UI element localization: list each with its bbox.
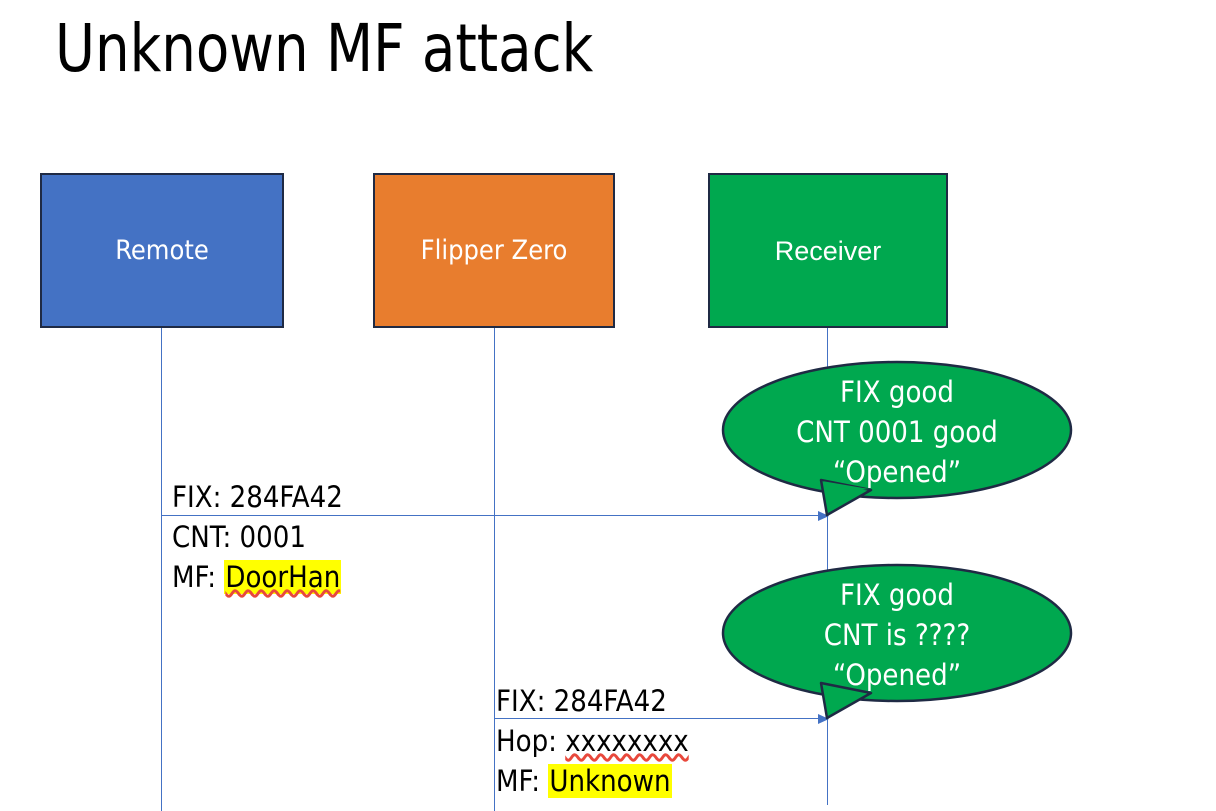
message-2-mf-label: MF:: [496, 764, 549, 798]
lifeline-remote: [161, 327, 162, 811]
lifeline-receiver: [827, 327, 828, 805]
message-1-line-1: FIX: 284FA42: [172, 480, 343, 514]
message-2-line-2: Hop: xxxxxxxx: [496, 721, 689, 761]
page-title: Unknown MF attack: [55, 10, 594, 87]
message-1-line-3: MF: DoorHan: [172, 557, 342, 597]
actor-label-remote: Remote: [115, 234, 209, 266]
message-arrow-flipper-to-receiver: [494, 713, 829, 724]
callout-bubble-2: FIX good CNT is ???? “Opened”: [721, 563, 1073, 723]
message-2-mf-value: Unknown: [548, 764, 672, 798]
callout-shape-2: [721, 563, 1073, 720]
message-1-mf-value: DoorHan: [224, 560, 342, 594]
message-2-line-3: MF: Unknown: [496, 761, 689, 801]
message-2-hop-label: Hop:: [496, 724, 566, 758]
actor-label-flipper: Flipper Zero: [420, 234, 568, 266]
actor-label-receiver: Receiver: [774, 235, 882, 266]
message-1-mf-label: MF:: [172, 560, 225, 594]
message-2-hop-value: xxxxxxxx: [565, 724, 689, 758]
message-2-body: Hop: xxxxxxxx MF: Unknown: [496, 721, 689, 801]
callout-shape-1: [721, 360, 1073, 517]
actor-box-receiver[interactable]: Receiver: [708, 173, 948, 328]
message-arrow-remote-to-receiver: [161, 510, 829, 521]
actor-box-remote[interactable]: Remote: [40, 173, 284, 328]
callout-bubble-1: FIX good CNT 0001 good “Opened”: [721, 360, 1073, 520]
message-1-line-2: CNT: 0001: [172, 520, 306, 554]
message-1-body: CNT: 0001 MF: DoorHan: [172, 517, 342, 597]
message-2-line-1: FIX: 284FA42: [496, 684, 667, 718]
actor-box-flipper[interactable]: Flipper Zero: [373, 173, 615, 328]
lifeline-flipper: [494, 327, 495, 811]
